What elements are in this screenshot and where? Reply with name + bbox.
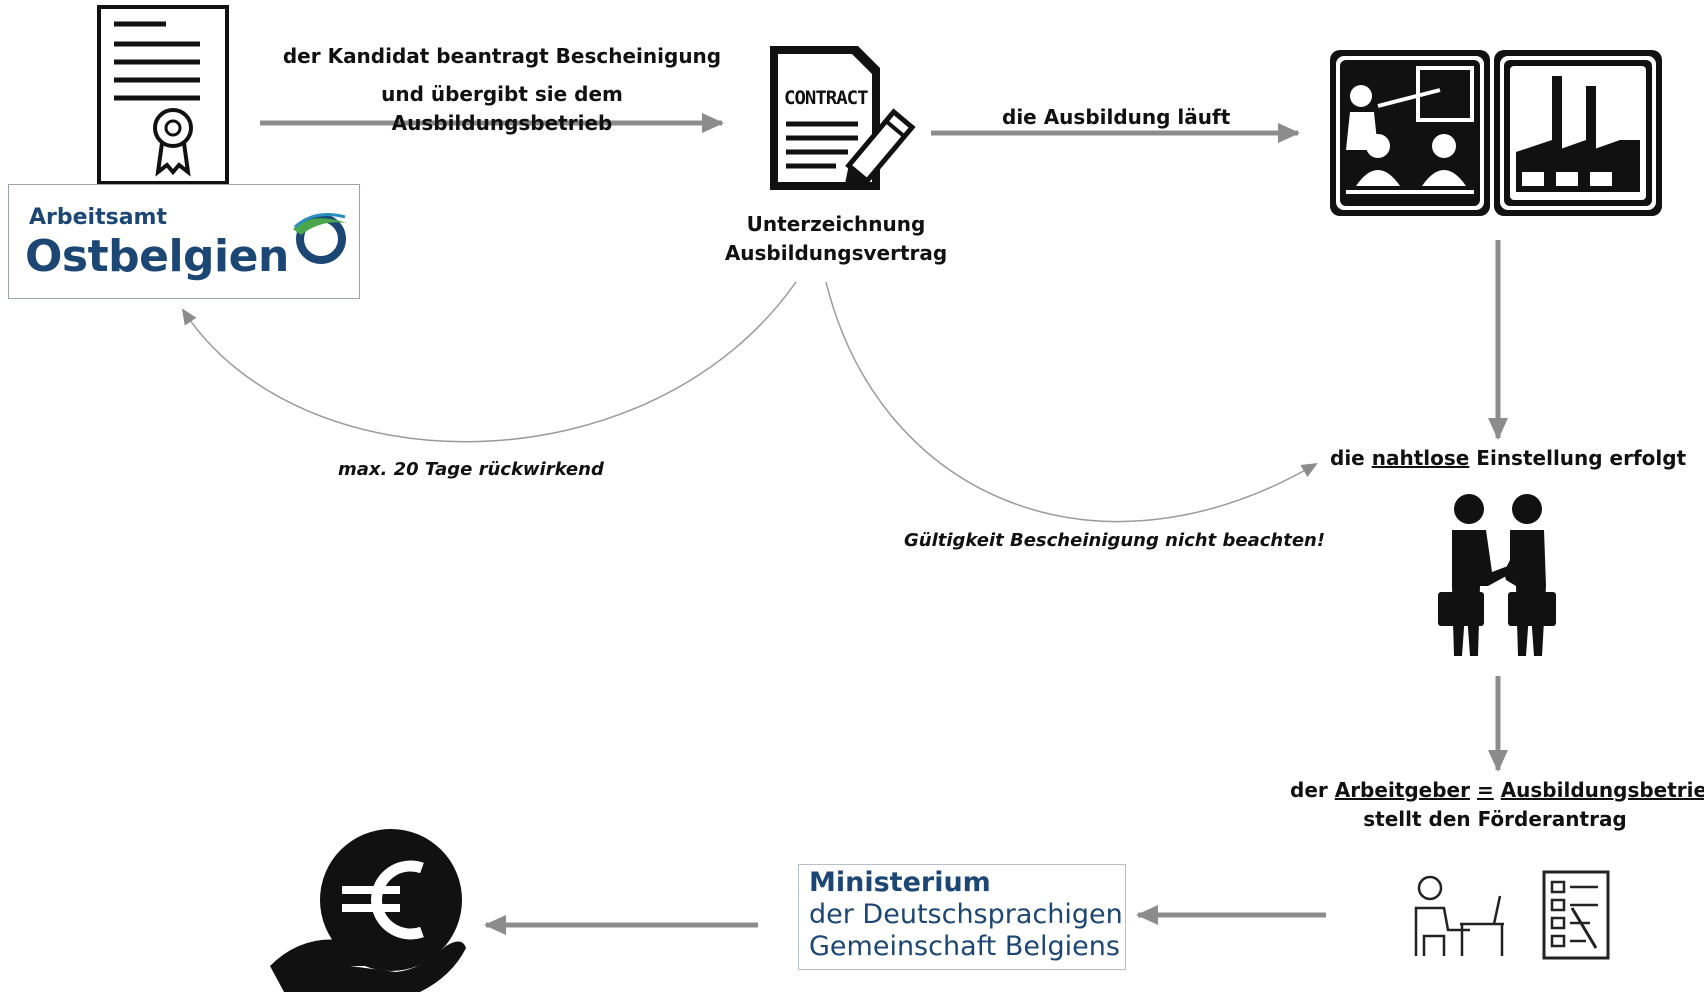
- label-hiring-underlined: nahtlose: [1371, 446, 1470, 470]
- factory-icon: [1494, 50, 1662, 216]
- label-employer-line-2: stellt den Förderantrag: [1363, 807, 1627, 831]
- label-request: der Kandidat beantragt Bescheinigung und…: [272, 42, 732, 138]
- label-hiring-prefix: die: [1330, 446, 1365, 470]
- handshake-icon: [1438, 494, 1556, 656]
- ostbelgien-emblem-icon: [293, 213, 347, 264]
- desk-worker-icon: [1414, 875, 1504, 956]
- label-validity-note: Gültigkeit Bescheinigung nicht beachten!: [904, 530, 1326, 551]
- ministry-logo: Ministerium der Deutschsprachigen Gemein…: [798, 864, 1126, 970]
- curve-backdate: [181, 281, 797, 443]
- certificate-icon: [97, 5, 229, 185]
- label-backdate-note: max. 20 Tage rückwirkend: [338, 459, 604, 480]
- ministry-line-1: Ministerium: [809, 867, 991, 898]
- label-employer: der Arbeitgeber = Ausbildungsbetrieb ste…: [1290, 776, 1704, 834]
- label-employer-underlined-1: Arbeitgeber: [1334, 778, 1470, 802]
- arbeitsamt-ostbelgien-logo: Arbeitsamt Ostbelgien: [8, 184, 360, 299]
- teacher-classroom-icon: [1330, 50, 1490, 216]
- label-employer-equals: =: [1476, 778, 1494, 802]
- label-signing-line-1: Unterzeichnung: [746, 212, 926, 236]
- label-signing: Unterzeichnung Ausbildungsvertrag: [716, 210, 956, 268]
- label-employer-line-1: der Arbeitgeber = Ausbildungsbetrieb: [1290, 776, 1704, 805]
- ministry-line-3: Gemeinschaft Belgiens: [809, 931, 1120, 962]
- ministry-line-2: der Deutschsprachigen: [809, 899, 1123, 930]
- label-training-running: die Ausbildung läuft: [1002, 105, 1231, 129]
- label-hiring: die nahtlose Einstellung erfolgt: [1330, 444, 1686, 473]
- checklist-icon: [1542, 870, 1610, 960]
- label-employer-prefix: der: [1290, 778, 1328, 802]
- contract-icon-label: CONTRACT: [784, 87, 869, 109]
- curve-validity: [825, 281, 1318, 523]
- label-signing-line-2: Ausbildungsvertrag: [724, 241, 948, 265]
- label-employer-underlined-2: Ausbildungsbetrieb: [1500, 778, 1704, 802]
- logo-arbeitsamt-text: Arbeitsamt: [29, 205, 167, 230]
- label-request-line-2: und übergibt sie dem Ausbildungsbetrieb: [381, 82, 623, 135]
- euro-hand-icon: [270, 829, 466, 992]
- contract-icon: [770, 46, 916, 191]
- label-hiring-suffix: Einstellung erfolgt: [1476, 446, 1687, 470]
- logo-ostbelgien-text: Ostbelgien: [25, 231, 289, 282]
- label-request-line-1: der Kandidat beantragt Bescheinigung: [282, 44, 722, 68]
